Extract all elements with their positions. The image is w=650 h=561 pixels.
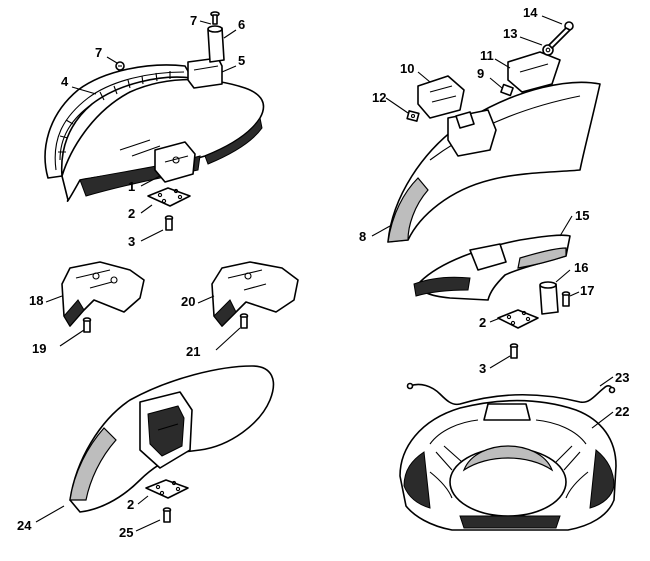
- callout-21: 21: [186, 344, 200, 359]
- callout-18: 18: [29, 293, 43, 308]
- callout-16: 16: [574, 260, 588, 275]
- part-7-screw-top: [210, 11, 220, 25]
- callout-11: 11: [480, 48, 494, 63]
- part-25-screw: [162, 507, 172, 523]
- part-2-plate-b: [497, 309, 539, 329]
- deflector-assembly-middle-right: [413, 234, 571, 359]
- part-1-mount: [154, 141, 196, 183]
- part-11-bracket: [507, 51, 561, 93]
- callout-2: 2: [128, 206, 135, 221]
- callout-10: 10: [400, 61, 414, 76]
- part-17-screw: [561, 291, 571, 307]
- callout-5: 5: [238, 53, 245, 68]
- part-21-screw: [239, 313, 249, 329]
- part-3-screw-a: [164, 215, 174, 231]
- callout-7: 7: [95, 45, 102, 60]
- callout-25: 25: [119, 525, 133, 540]
- part-23-spring: [406, 382, 616, 406]
- callout-2: 2: [479, 315, 486, 330]
- deflector-assembly-top-right: [387, 21, 601, 243]
- callout-6: 6: [238, 17, 245, 32]
- part-16-mount: [539, 281, 559, 315]
- leader-lines: [35, 15, 614, 532]
- part-10-block: [417, 75, 465, 119]
- callout-labels: 7 6 7 5 4 1 2 3 14 13 10 11 9 12 8 15 16…: [17, 5, 629, 540]
- part-2-plate-c: [145, 479, 189, 499]
- part-20-housing: [211, 261, 299, 327]
- callout-24: 24: [17, 518, 32, 533]
- part-22-base: [399, 399, 617, 531]
- callout-20: 20: [181, 294, 195, 309]
- deflector-assembly-top-left: [44, 11, 265, 231]
- callout-2: 2: [127, 497, 134, 512]
- callout-13: 13: [503, 26, 517, 41]
- part-18-housing: [61, 261, 145, 327]
- part-19-screw: [82, 317, 92, 333]
- part-12-nut: [406, 110, 420, 122]
- callout-8: 8: [359, 229, 366, 244]
- callout-7: 7: [190, 13, 197, 28]
- callout-4: 4: [61, 74, 69, 89]
- part-8-deflector: [387, 81, 601, 243]
- part-14-bolt: [548, 21, 574, 49]
- callout-19: 19: [32, 341, 46, 356]
- callout-22: 22: [615, 404, 629, 419]
- part-2-plate-a: [147, 187, 191, 207]
- callout-12: 12: [372, 90, 386, 105]
- callout-15: 15: [575, 208, 589, 223]
- part-6-clamp: [207, 27, 225, 63]
- part-5-bracket: [187, 57, 223, 89]
- callout-1: 1: [128, 179, 135, 194]
- callout-3: 3: [128, 234, 135, 249]
- part-9-nut: [500, 83, 514, 97]
- callout-9: 9: [477, 66, 484, 81]
- callout-14: 14: [523, 5, 538, 20]
- callout-17: 17: [580, 283, 594, 298]
- part-3-screw-b: [509, 343, 519, 359]
- callout-3: 3: [479, 361, 486, 376]
- callout-23: 23: [615, 370, 629, 385]
- part-24-deflector: [69, 365, 275, 513]
- part-7-screw-left: [115, 61, 125, 71]
